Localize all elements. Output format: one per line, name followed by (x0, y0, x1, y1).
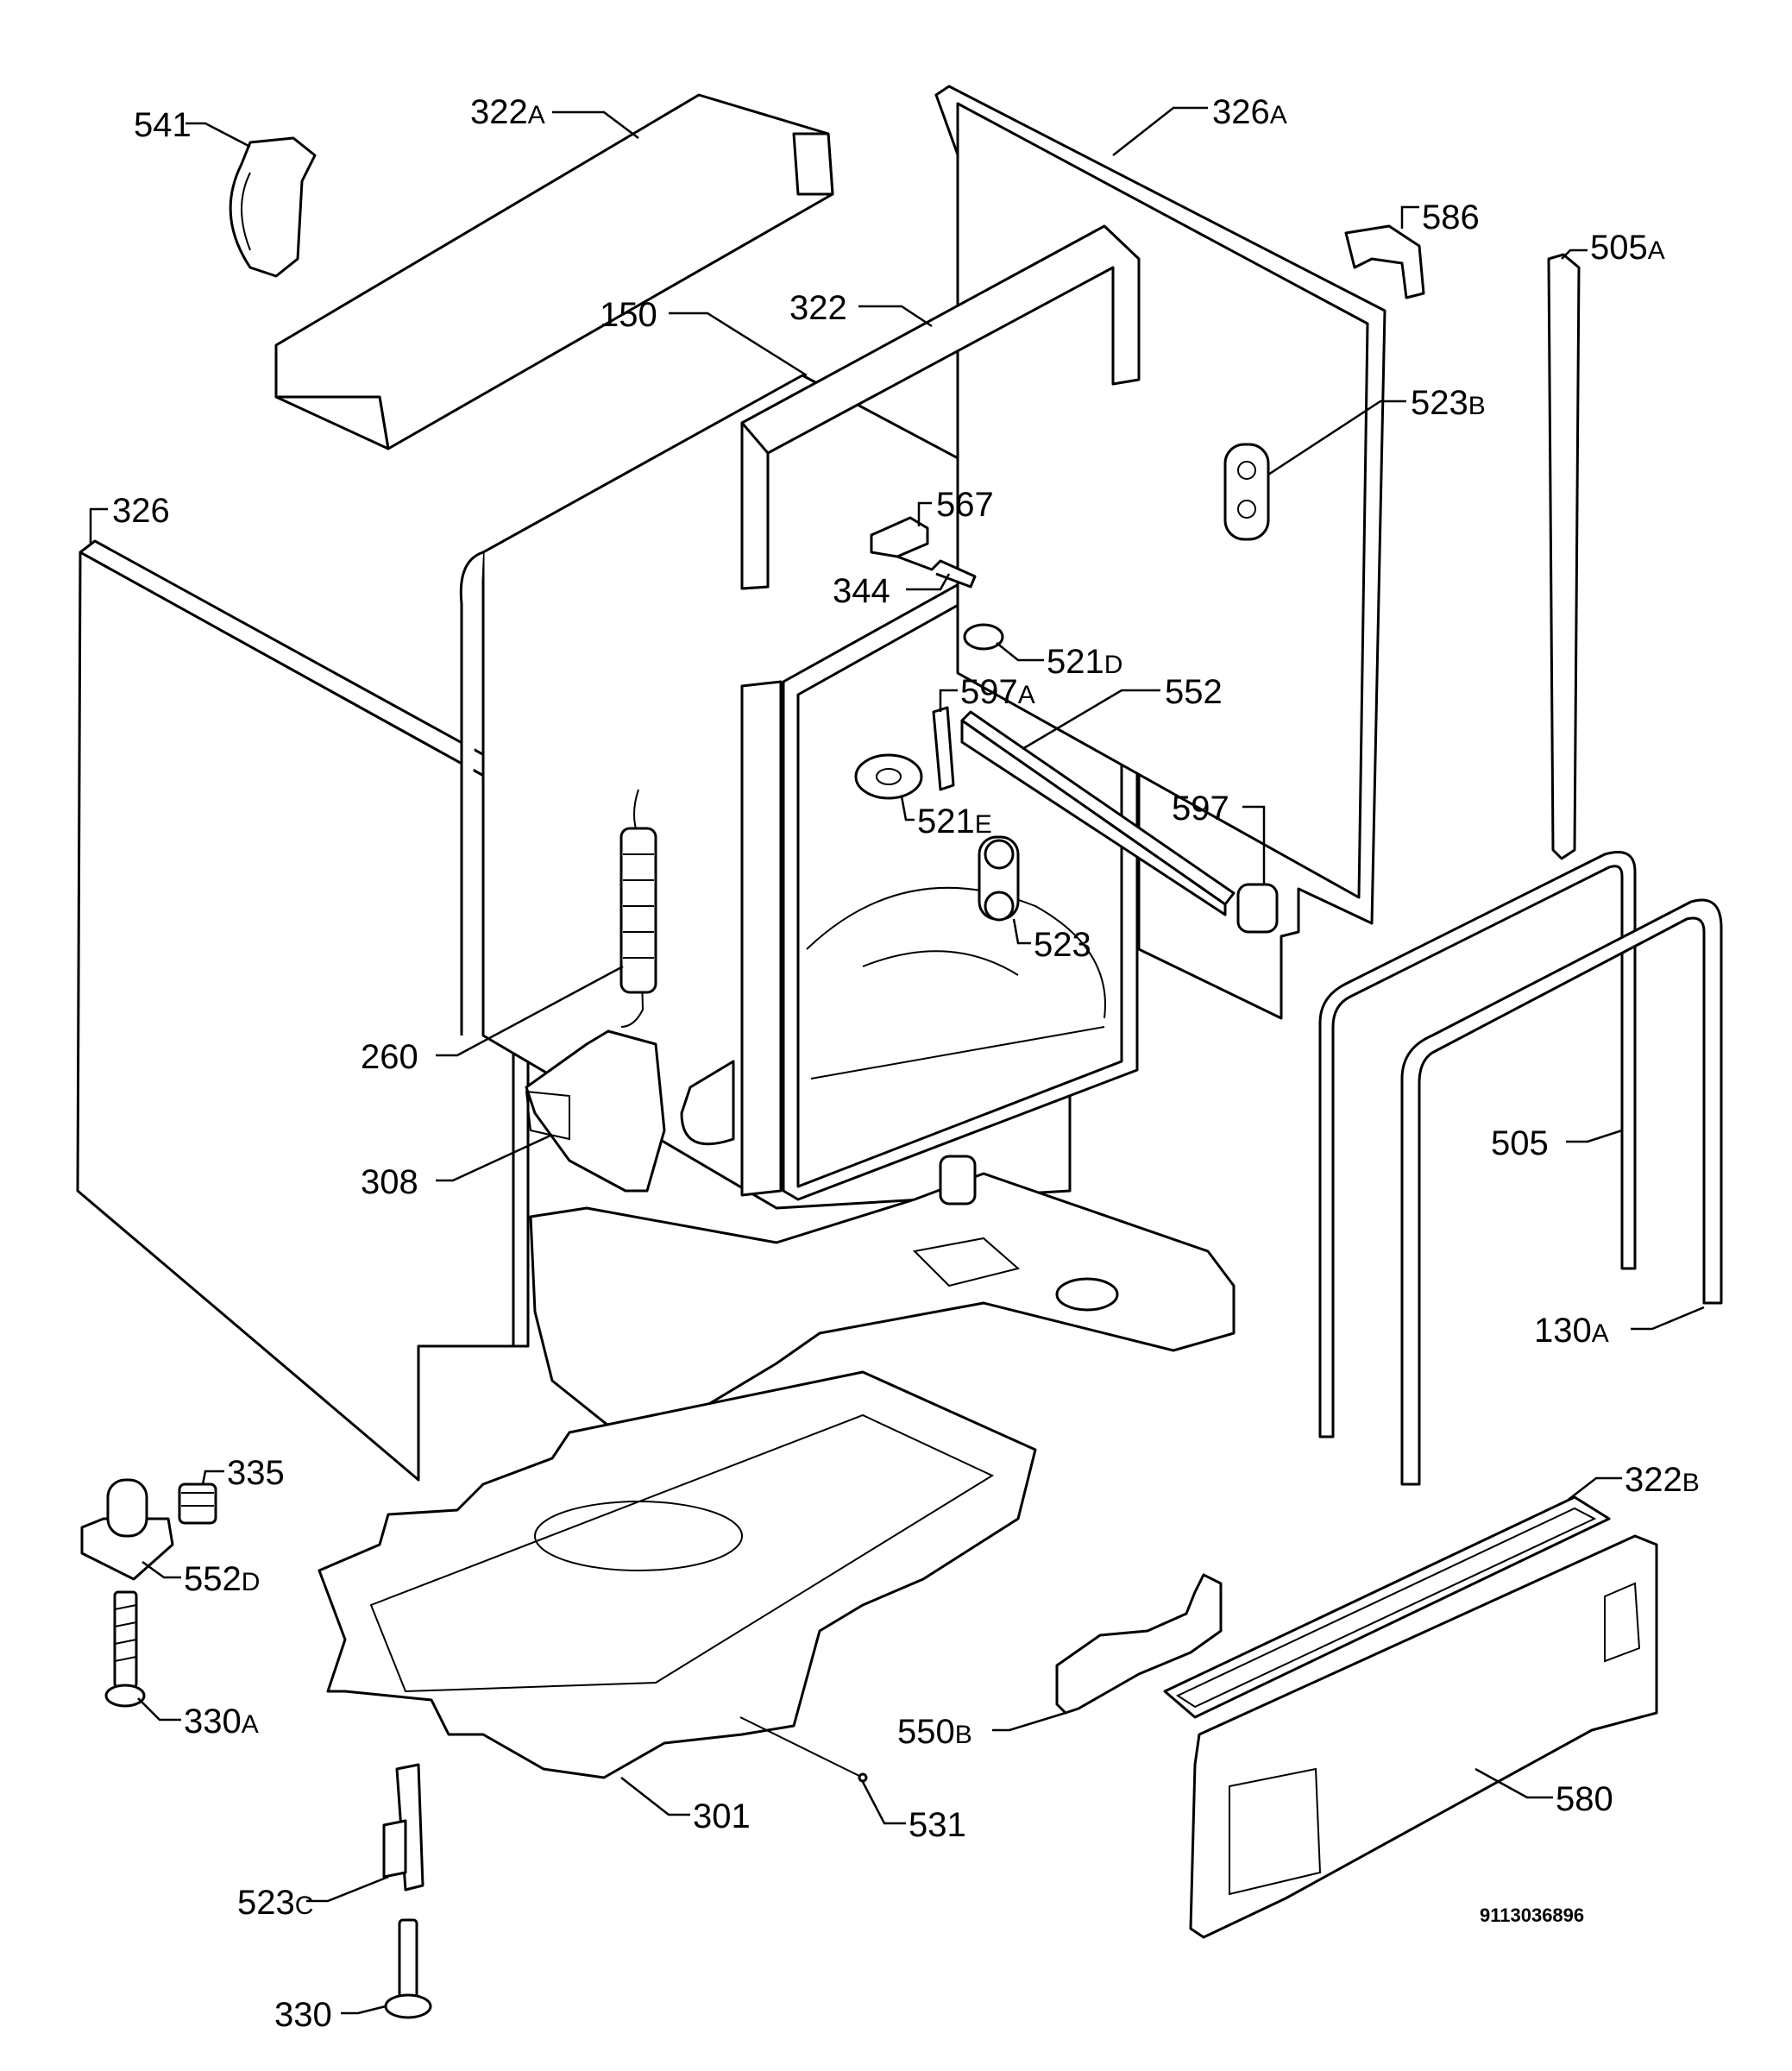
leader-330 (341, 2005, 387, 2015)
leader-552 (1022, 689, 1160, 751)
rail-part-552 (960, 710, 1236, 916)
leader-308 (436, 1133, 553, 1182)
leader-322b (1565, 1476, 1622, 1502)
callout-326a: 326A (1212, 93, 1287, 131)
callout-523: 523 (1034, 926, 1091, 964)
hinge-part-308 (525, 1029, 666, 1193)
callout-597: 597 (1172, 790, 1229, 828)
callout-505: 505 (1491, 1124, 1549, 1162)
leader-326a (1112, 106, 1208, 156)
frame-lower-front (1163, 1495, 1611, 1719)
callout-labels: 541 322A 326A 586 505A 150 322 523B 326 … (112, 93, 1700, 2034)
callout-586: 586 (1422, 198, 1480, 236)
leader-531 (861, 1781, 906, 1825)
leader-505 (1566, 1129, 1623, 1143)
side-panel-rear (934, 85, 1386, 1020)
pad-part-523b (1223, 443, 1270, 541)
callout-597a: 597A (960, 673, 1035, 711)
leader-597 (1242, 805, 1266, 884)
leader-552d (141, 1560, 181, 1579)
callout-330a: 330A (184, 1703, 259, 1741)
callout-260: 260 (361, 1038, 418, 1076)
callout-322b: 322B (1625, 1461, 1700, 1499)
callout-130a: 130A (1534, 1312, 1609, 1350)
callout-541: 541 (134, 106, 192, 144)
leader-586 (1400, 205, 1419, 229)
bracket-part-523c (382, 1763, 424, 1892)
callout-531: 531 (909, 1806, 966, 1844)
leader-344 (906, 573, 951, 591)
callout-344: 344 (833, 572, 890, 610)
leader-301 (620, 1777, 690, 1816)
leader-597a (939, 689, 958, 712)
spring-part-344 (896, 555, 977, 589)
clip-part-567 (870, 516, 929, 558)
callout-580: 580 (1556, 1780, 1613, 1818)
leader-130a (1631, 1306, 1705, 1331)
seal-vertical (1547, 253, 1581, 860)
leader-505a (1561, 249, 1588, 260)
leader-550b (992, 1711, 1066, 1732)
gear-part-335 (178, 1482, 217, 1525)
leader-150 (669, 312, 808, 377)
leader-523c (306, 1875, 389, 1903)
callout-523c: 523C (237, 1884, 313, 1922)
bracket-part-586 (1344, 224, 1425, 299)
leader-322 (858, 305, 933, 328)
callout-326: 326 (112, 492, 170, 530)
frame-top-front (740, 224, 1141, 590)
callout-322a: 322A (470, 93, 545, 131)
leader-260 (436, 965, 624, 1057)
leader-580 (1474, 1767, 1553, 1799)
leader-521d (996, 642, 1044, 662)
valve-part-552d (80, 1478, 174, 1581)
clip-part-597a (932, 706, 955, 791)
spring-part-260 (619, 789, 657, 1028)
clip-part-550b (1055, 1573, 1223, 1715)
frame-top-rear (274, 93, 834, 450)
callout-330: 330 (274, 1996, 332, 2034)
leader-335 (201, 1470, 224, 1485)
leader-322a (552, 110, 639, 139)
seal-u-part-130a (1400, 898, 1723, 1486)
document-number: 9113036896 (1480, 1904, 1584, 1926)
screw-part-330 (384, 1918, 432, 2019)
kickplate-part-580 (1189, 1534, 1658, 1939)
callout-335: 335 (227, 1454, 285, 1492)
callout-521d: 521D (1047, 643, 1122, 681)
leader-326 (89, 507, 108, 544)
washer-part-521e (854, 753, 923, 800)
screw-part-330a (104, 1590, 146, 1708)
callout-552d: 552D (184, 1560, 260, 1598)
button-part-523 (978, 835, 1020, 922)
callout-521e: 521E (917, 803, 992, 840)
callout-550b: 550B (897, 1713, 972, 1751)
leader-330a (137, 1697, 181, 1722)
leader-523b (1267, 400, 1406, 476)
leader-567 (917, 501, 932, 526)
clip-part-541 (229, 136, 317, 278)
base-tray-part-301 (318, 1370, 1037, 1779)
leader-521e (900, 796, 915, 821)
callout-308: 308 (361, 1163, 418, 1201)
leader-541 (185, 122, 251, 148)
clip-part-597 (1236, 883, 1279, 934)
callout-301: 301 (693, 1797, 751, 1835)
callout-552: 552 (1165, 673, 1223, 711)
callout-150: 150 (600, 296, 657, 334)
callout-322: 322 (789, 289, 847, 327)
callout-523b: 523B (1411, 384, 1486, 422)
leader-lines (89, 106, 1705, 2015)
callout-505a: 505A (1590, 229, 1665, 267)
seal-u-part-505 (1318, 851, 1637, 1438)
ring-part-521d (963, 623, 1004, 651)
leader-523 (1012, 918, 1031, 945)
callout-567: 567 (936, 486, 994, 524)
rod-part-531 (739, 1716, 868, 1783)
